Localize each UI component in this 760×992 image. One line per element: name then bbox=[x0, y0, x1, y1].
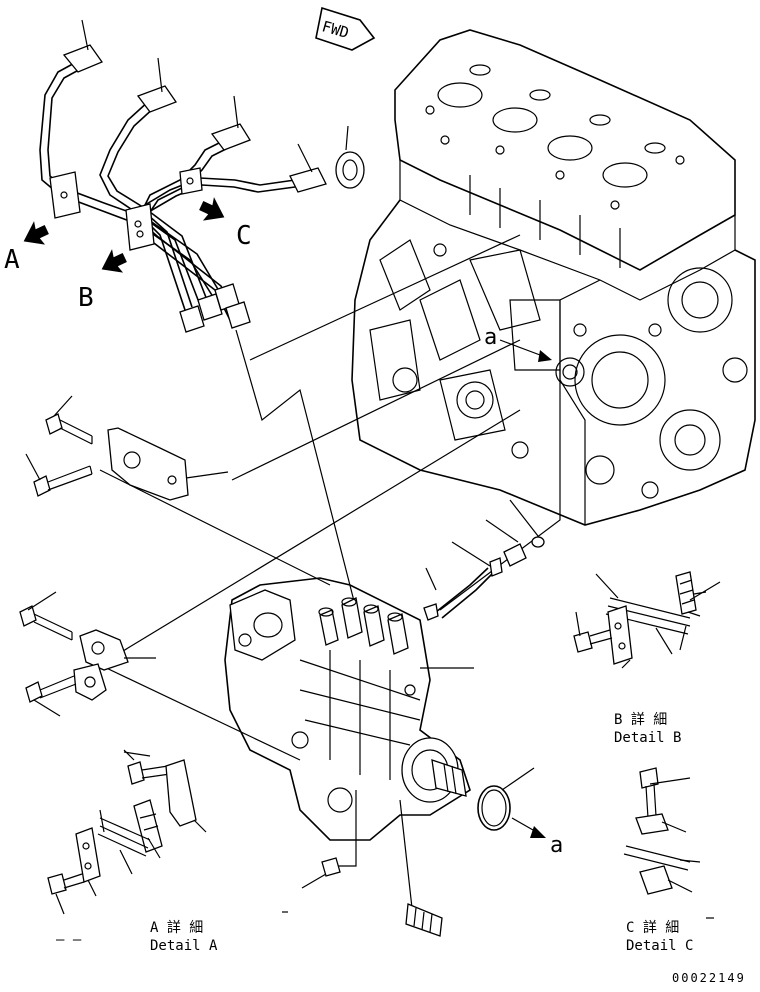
ref-label-a-bottom: a bbox=[550, 833, 563, 858]
injection-lines bbox=[39, 44, 327, 333]
drawing-number: 00022149 bbox=[672, 971, 746, 985]
stud-bolt bbox=[399, 799, 443, 937]
dash-label-bottom-left: – – bbox=[56, 932, 82, 948]
connector-lines bbox=[99, 234, 561, 761]
view-label-a: A bbox=[4, 245, 20, 275]
bolt-lower-1 bbox=[19, 591, 73, 641]
detail-a-subtitle: Detail A bbox=[150, 938, 218, 954]
detail-c-title: C 詳 細 bbox=[626, 920, 679, 936]
bolt-lower-2 bbox=[25, 675, 77, 717]
view-label-c: C bbox=[236, 221, 252, 251]
engine-block bbox=[351, 29, 756, 526]
bolt-upper-1 bbox=[45, 395, 93, 445]
detail-a-title: A 詳 細 bbox=[150, 920, 203, 936]
ref-arrowhead-a-top-icon bbox=[538, 350, 552, 362]
detail-c bbox=[623, 767, 714, 919]
plug-grommet bbox=[335, 125, 365, 189]
view-arrow-b-icon bbox=[101, 249, 127, 273]
ref-label-a-top: a bbox=[484, 325, 497, 350]
ref-arrowhead-a-bottom-icon bbox=[530, 826, 546, 838]
view-label-b: B bbox=[78, 283, 94, 313]
fwd-label: FWD bbox=[320, 17, 351, 42]
bolt-upper-2 bbox=[25, 453, 93, 497]
detail-b-title: B 詳 細 bbox=[614, 712, 667, 728]
view-arrow-a-icon bbox=[23, 221, 49, 245]
detail-b bbox=[573, 571, 721, 669]
bracket-lower bbox=[73, 629, 156, 701]
detail-c-subtitle: Detail C bbox=[626, 938, 693, 954]
injection-pump bbox=[224, 577, 471, 841]
view-arrow-c-icon bbox=[199, 197, 225, 221]
o-ring bbox=[477, 767, 535, 831]
leader-lines-top bbox=[81, 19, 313, 173]
bracket-upper bbox=[107, 427, 229, 501]
pump-nut bbox=[282, 790, 357, 913]
detail-a bbox=[47, 749, 207, 915]
fwd-arrow-icon: FWD bbox=[315, 6, 376, 51]
return-pipe bbox=[423, 499, 545, 621]
detail-b-subtitle: Detail B bbox=[614, 730, 681, 746]
